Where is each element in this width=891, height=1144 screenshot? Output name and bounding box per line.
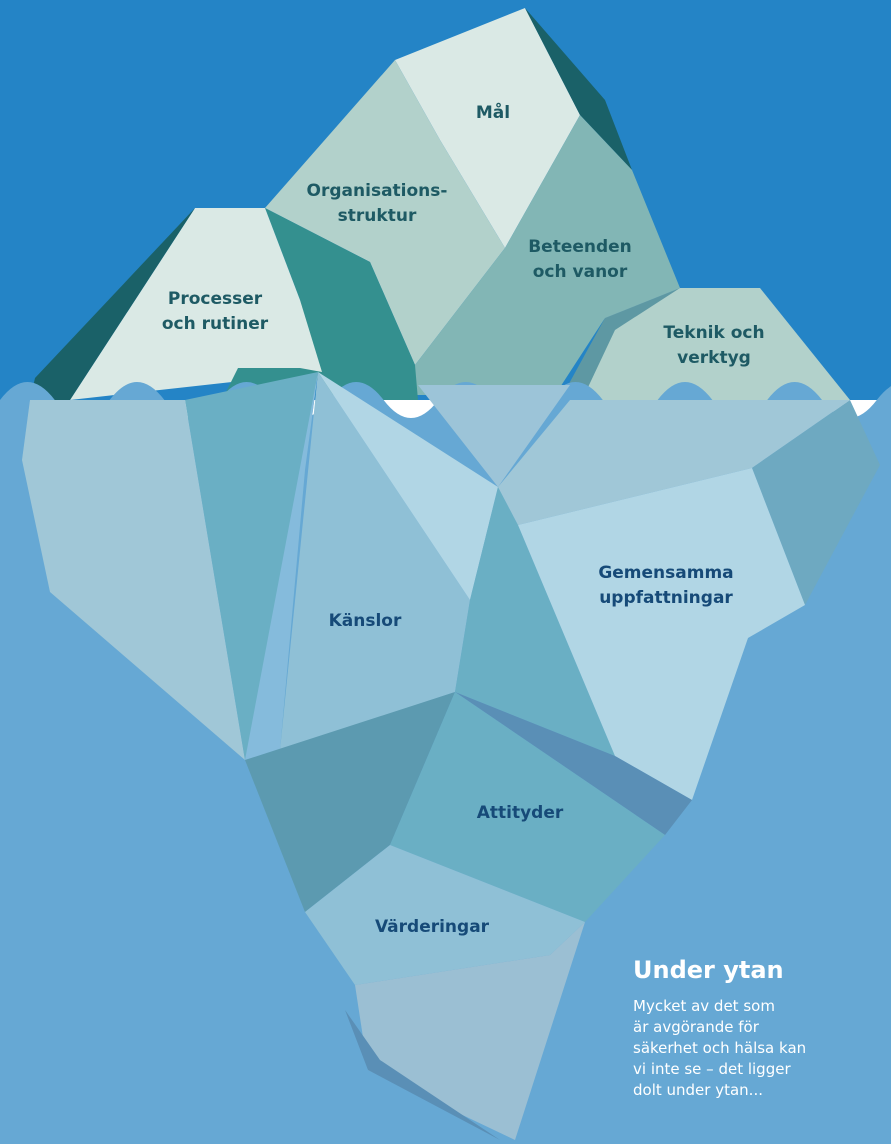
facet-organisationsstruktur [265, 60, 505, 365]
facet-beteenden [415, 115, 680, 395]
facet-left-edge [30, 208, 195, 400]
facet-varderingar [305, 845, 585, 985]
facet-dark-blue-strip [455, 692, 692, 835]
info-body: Mycket av det som är avgörande för säker… [633, 996, 873, 1101]
facet-teknik [570, 288, 850, 400]
facet-teknik-edge [560, 288, 680, 400]
info-panel: Under ytan Mycket av det som är avgörand… [633, 956, 873, 1101]
facet-lower-left-dark [245, 692, 455, 912]
label-kanslor: Känslor [329, 611, 402, 631]
info-line: säkerhet och hälsa kan [633, 1039, 807, 1057]
facet-processer [70, 208, 322, 400]
facet-kanslor [280, 372, 470, 750]
facet-mal [395, 8, 580, 248]
info-line: dolt under ytan... [633, 1081, 763, 1099]
iceberg-below-water [22, 372, 880, 1140]
info-line: vi inte se – det ligger [633, 1060, 791, 1078]
facet-center-teal [265, 208, 418, 400]
label-mal: Mål [476, 101, 510, 123]
facet-attityder [390, 692, 665, 922]
label-varderingar: Värderingar [375, 917, 490, 937]
facet-thin-blue [245, 372, 318, 760]
info-title: Under ytan [633, 956, 784, 984]
facet-right-edge [752, 400, 880, 605]
facet-left-lower [22, 400, 245, 760]
info-line: är avgörande för [633, 1018, 759, 1036]
label-attityder: Attityder [477, 803, 564, 823]
label-organisationsstruktur: Organisations-struktur [307, 181, 448, 226]
facet-gemensamma [518, 468, 805, 800]
facet-waterline-right [418, 385, 570, 487]
facet-right-upper [498, 400, 850, 525]
facet-mal-edge [525, 8, 632, 170]
facet-center-mid [455, 487, 615, 756]
info-line: Mycket av det som [633, 997, 775, 1015]
facet-center-light [318, 372, 498, 600]
